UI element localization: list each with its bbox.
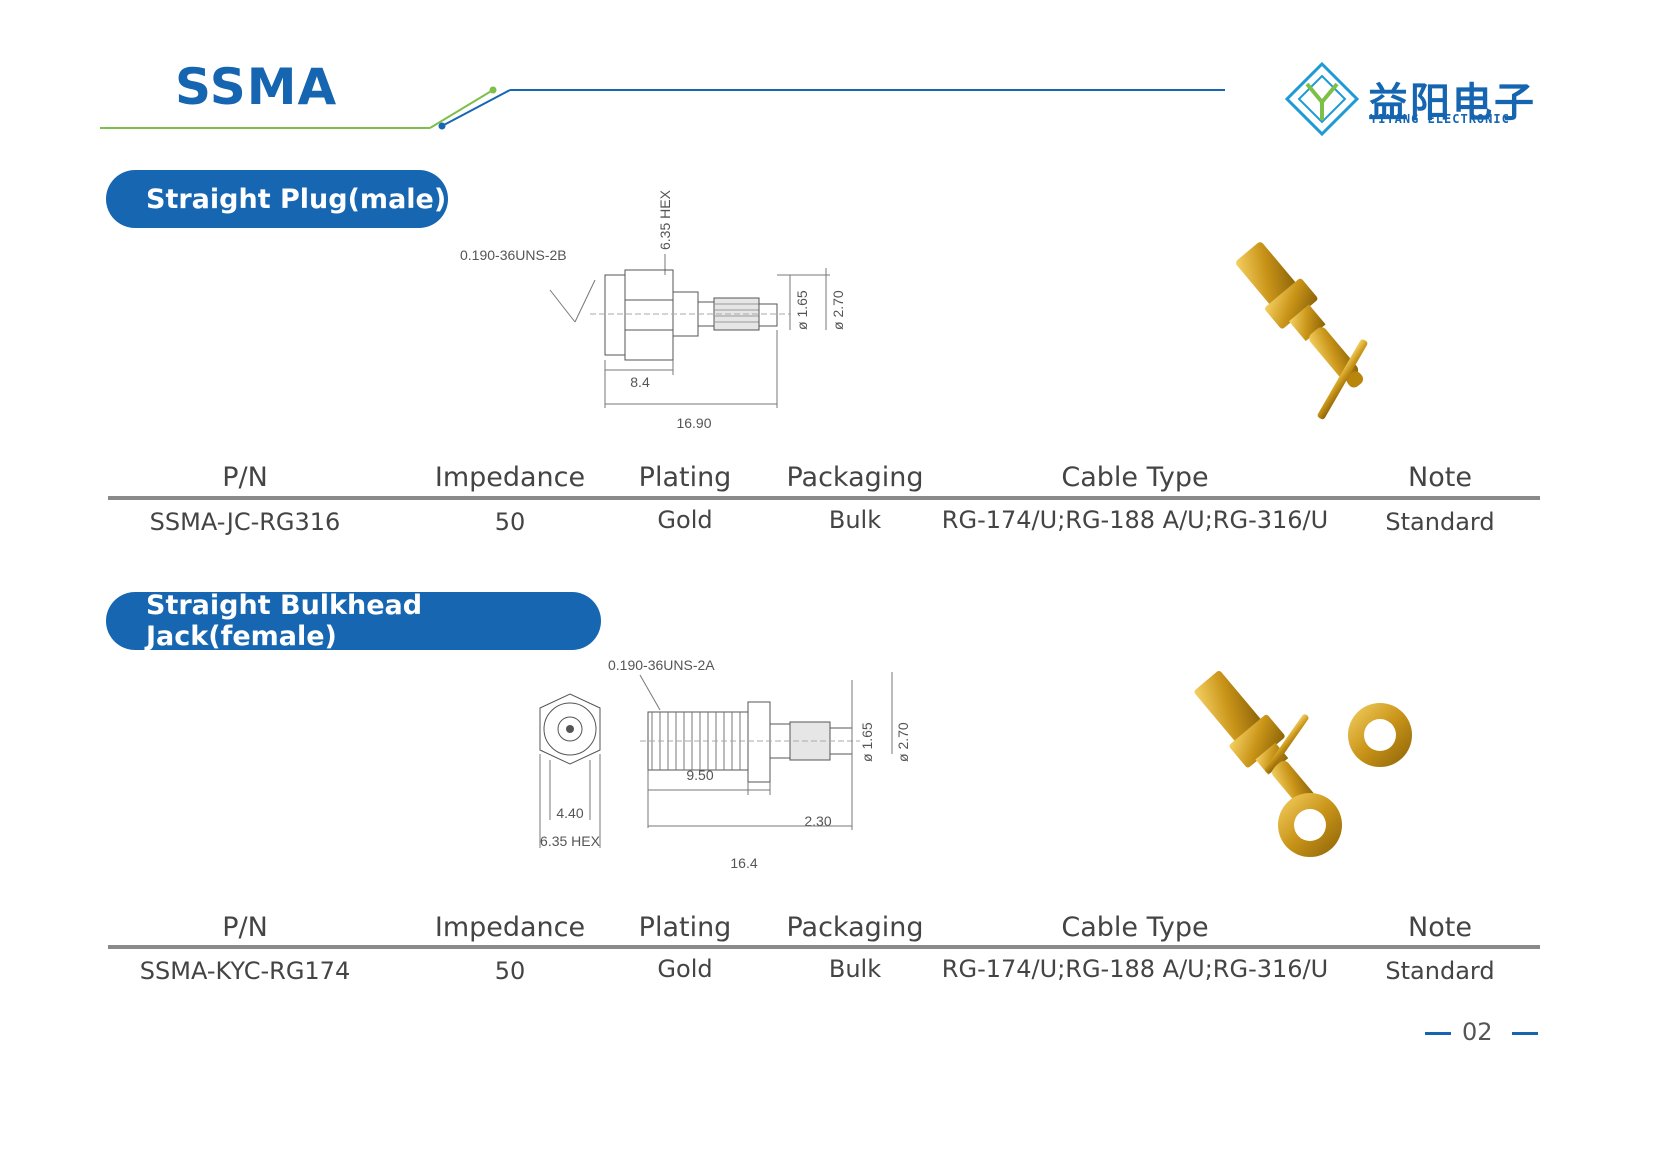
table2-header-pn: P/N [222,912,268,943]
table1-header-impedance: Impedance [434,462,586,493]
jack-len1-label: 9.50 [686,767,713,783]
logo-english-text: YIYANG ELECTRONIC [1370,112,1510,126]
table2-cell-pn: SSMA-KYC-RG174 [139,957,351,985]
header-divider [100,86,1225,130]
table2-cell-impedance: 50 [494,957,526,985]
plug-product-photo [1236,242,1368,420]
table2-header-plating: Plating [638,912,732,943]
table2-header-packaging: Packaging [786,912,924,943]
page-number-dash-right [1512,1032,1538,1035]
table1-cell-note: Standard [1385,508,1495,536]
jack-len3-label: 16.4 [730,855,757,871]
table2-cell-packaging: Bulk [828,955,882,983]
table1-header-plating: Plating [638,462,732,493]
page-number: 02 [1462,1018,1493,1046]
table1-header-packaging: Packaging [786,462,924,493]
table2-header-impedance: Impedance [434,912,586,943]
jack-width-label: 4.40 [556,805,583,821]
jack-dia1-label: ø 1.65 [859,722,875,762]
page-title: SSMA [175,58,338,116]
table2-divider [108,945,1540,949]
plug-len1-label: 8.4 [630,374,650,390]
table1-cell-plating: Gold [657,506,713,534]
table1-divider [108,496,1540,500]
table2-header-note: Note [1408,912,1472,943]
section-title-bulkhead-jack: Straight Bulkhead Jack(female) [106,590,601,652]
jack-len2-label: 2.30 [804,813,831,829]
table1-header-note: Note [1408,462,1472,493]
table1-cell-impedance: 50 [494,508,526,536]
table1-cell-packaging: Bulk [828,506,882,534]
jack-thread-label: 0.190-36UNS-2A [608,657,715,673]
table2-header-cable-type: Cable Type [1061,912,1209,943]
logo-icon [1285,62,1359,136]
jack-technical-drawing: 0.190-36UNS-2A 4.40 6.35 HEX ø 1.65 ø 2.… [539,657,911,871]
jack-product-photo [1194,670,1412,857]
table1-cell-cable-type: RG-174/U;RG-188 A/U;RG-316/U [941,506,1329,534]
table1-header-pn: P/N [222,462,268,493]
table2-cell-plating: Gold [657,955,713,983]
plug-dia1-label: ø 1.65 [794,290,810,330]
plug-len2-label: 16.90 [676,415,711,431]
plug-hex-label: 6.35 HEX [657,189,673,250]
jack-dia2-label: ø 2.70 [895,722,911,762]
plug-thread-label: 0.190-36UNS-2B [460,247,567,263]
logo-chinese-text: 益阳电子 [1368,80,1536,126]
table2-cell-cable-type: RG-174/U;RG-188 A/U;RG-316/U [941,955,1329,983]
table1-header-cable-type: Cable Type [1061,462,1209,493]
table1-cell-pn: SSMA-JC-RG316 [149,508,341,536]
table2-cell-note: Standard [1385,957,1495,985]
jack-hex-label: 6.35 HEX [540,833,601,849]
plug-dia2-label: ø 2.70 [830,290,846,330]
section-title-straight-plug: Straight Plug(male) [106,170,448,228]
plug-technical-drawing: 0.190-36UNS-2B 6.35 HEX ø 1.65 ø 2.70 8.… [460,189,846,431]
page-number-dash-left [1425,1032,1451,1035]
